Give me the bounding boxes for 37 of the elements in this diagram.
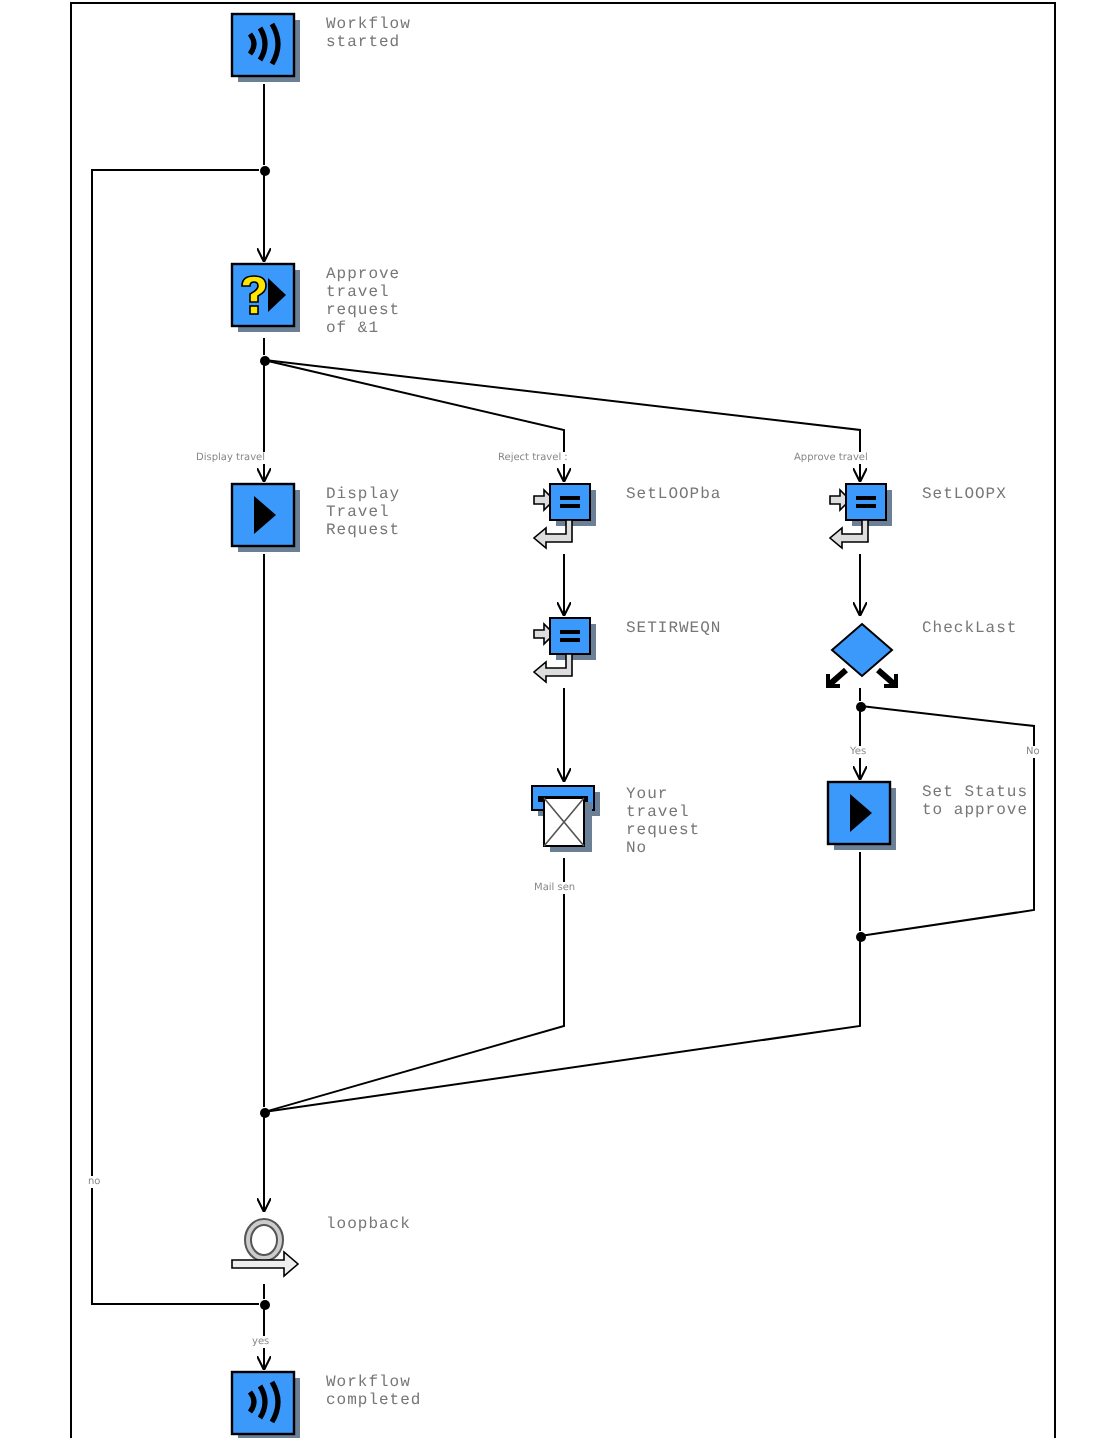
connector-arrow — [268, 360, 573, 484]
connector-arrow — [268, 359, 869, 484]
step-label: Display Travel Request — [326, 486, 403, 540]
connector-line — [859, 851, 861, 932]
connector-line — [263, 1283, 265, 1300]
step-label: CheckLast — [922, 620, 1020, 638]
junction-dot — [259, 165, 269, 175]
connector-arrow — [255, 1116, 273, 1214]
step-label: Workflow started — [326, 16, 413, 52]
junction-dot — [259, 355, 269, 365]
connector-arrow — [555, 553, 573, 618]
step-label: SetLOOPba — [626, 486, 724, 504]
junction-dot — [259, 1107, 269, 1117]
step-label: SetLOOPX — [922, 486, 1009, 504]
step-label: Approve travel request of &1 — [326, 266, 403, 338]
connector-arrow — [255, 1308, 273, 1372]
connector-arrow — [255, 364, 273, 484]
connector-arrow — [851, 553, 869, 618]
connector-arrow — [255, 174, 273, 264]
junction-dot — [855, 701, 865, 711]
connector-line — [268, 940, 861, 1113]
step-label: SETIRWEQN — [626, 620, 724, 638]
connector-arrow — [851, 710, 869, 782]
connector-line — [263, 553, 265, 1108]
connector-line — [263, 337, 265, 356]
connector-line — [263, 83, 265, 166]
connector-line — [268, 857, 565, 1112]
connector-line — [864, 705, 1035, 937]
step-label: Your travel request No — [626, 786, 703, 858]
step-label: Workflow completed — [326, 1374, 424, 1410]
connector-line — [859, 687, 861, 702]
junction-dot — [259, 1299, 269, 1309]
connector-arrow — [555, 687, 573, 784]
connector-line — [91, 169, 260, 1305]
junction-dot — [855, 931, 865, 941]
step-label: loopback — [326, 1216, 413, 1234]
step-label: Set Status to approve — [922, 784, 1031, 820]
